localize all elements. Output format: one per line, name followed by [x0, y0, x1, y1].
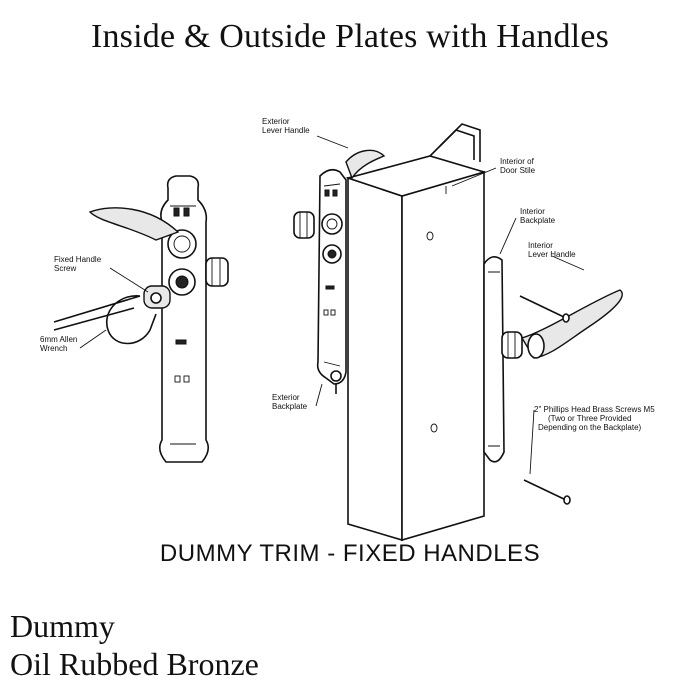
exterior-lever-handle — [345, 149, 386, 180]
left-backplate — [158, 175, 210, 463]
callout-interior-backplate-2: Backplate — [520, 216, 556, 225]
exterior-backplate — [316, 168, 347, 385]
callout-interior-backplate-1: Interior — [520, 207, 545, 216]
callout-allen-wrench-1: 6mm Allen — [40, 335, 77, 344]
door-stile-front — [347, 176, 403, 542]
product-finish: Oil Rubbed Bronze — [10, 646, 259, 682]
left-plate-hole — [183, 375, 190, 383]
stile-hole-upper — [426, 231, 434, 241]
interior-backplate — [483, 256, 505, 463]
callout-allen-wrench-2: Wrench — [40, 344, 67, 353]
callout-fixed-handle-screw-2: Screw — [54, 264, 76, 273]
left-plate-slot — [173, 207, 180, 217]
exterior-rosette — [293, 211, 315, 239]
product-name: Dummy — [10, 608, 115, 644]
left-lever-handle — [88, 207, 180, 241]
left-plate-slot — [183, 207, 190, 217]
interior-rosette — [501, 331, 523, 359]
callout-exterior-backplate-2: Backplate — [272, 402, 308, 411]
callout-exterior-lever-handle-2: Lever Handle — [262, 126, 310, 135]
left-plate-boss-upper — [167, 229, 197, 259]
callout-screws-1: 2" Phillips Head Brass Screws M5 — [534, 405, 655, 414]
left-plate-marking — [175, 339, 187, 345]
callout-interior-door-stile-1: Interior of — [500, 157, 535, 166]
callout-interior-lever-handle-2: Lever Handle — [528, 250, 576, 259]
center-door-assembly — [293, 123, 623, 542]
allen-wrench — [53, 295, 157, 345]
diagram-caption: DUMMY TRIM - FIXED HANDLES — [159, 540, 541, 567]
door-stile-side — [401, 170, 485, 542]
page-title: Inside & Outside Plates with Handles — [90, 18, 610, 55]
stile-hole-lower — [430, 423, 438, 433]
callout-exterior-backplate-1: Exterior — [272, 393, 300, 402]
door-stile-top — [345, 155, 487, 197]
left-rosette — [205, 257, 229, 287]
interior-screw-upper — [519, 295, 567, 319]
callout-exterior-lever-handle-1: Exterior — [262, 117, 290, 126]
callout-interior-door-stile-2: Door Stile — [500, 166, 536, 175]
phillips-screw — [523, 479, 567, 501]
callout-interior-lever-handle-1: Interior — [528, 241, 553, 250]
callout-screws-3: Depending on the Backplate) — [538, 423, 642, 432]
left-plate-hole — [174, 375, 181, 383]
callout-fixed-handle-screw-1: Fixed Handle — [54, 255, 102, 264]
left-plate-assembly — [53, 175, 229, 463]
leader-lines — [79, 135, 585, 475]
callout-screws-2: (Two or Three Provided — [548, 414, 631, 423]
